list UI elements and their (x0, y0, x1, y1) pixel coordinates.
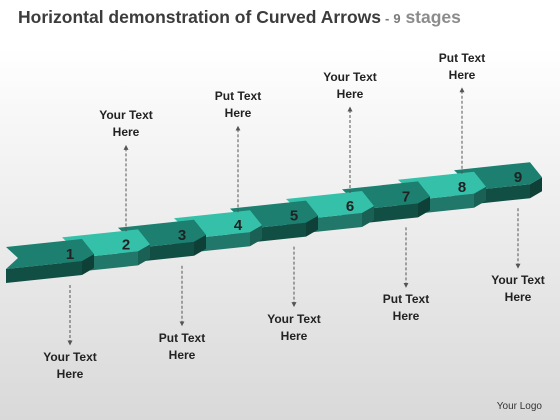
stage-label-9: Your Text Here (491, 273, 545, 305)
title-main: Horizontal demonstration of Curved Arrow… (18, 7, 381, 27)
stage-number-2: 2 (122, 236, 130, 253)
stage-number-3: 3 (178, 227, 186, 244)
stage-number-8: 8 (458, 179, 466, 196)
title-separator: - (385, 11, 390, 26)
stage-number-5: 5 (290, 208, 298, 225)
stage-arrow-top-1 (6, 239, 94, 269)
stage-arrow-front-1 (6, 261, 82, 283)
stage-number-6: 6 (346, 198, 354, 215)
stage-number-9: 9 (514, 169, 522, 186)
title-stage-count: 9 (393, 11, 401, 26)
stage-label-2: Your Text Here (99, 108, 153, 140)
stage-number-7: 7 (402, 188, 410, 205)
stage-number-1: 1 (66, 246, 74, 263)
stage-label-6: Your Text Here (323, 70, 377, 101)
stage-label-8: Put Text Here (438, 50, 486, 82)
stage-label-4: Put Text Here (214, 89, 262, 121)
stage-label-3: Put Text Here (158, 330, 206, 362)
slide-title: Horizontal demonstration of Curved Arrow… (18, 7, 461, 28)
stage-label-1: Your Text Here (43, 350, 97, 381)
stage-arrow-1: 1 (6, 239, 94, 283)
title-suffix: stages (405, 7, 461, 27)
logo-placeholder: Your Logo (496, 401, 542, 412)
stage-label-7: Put Text Here (382, 292, 430, 324)
stage-label-5: Your Text Here (267, 311, 321, 343)
stage-number-4: 4 (234, 217, 243, 234)
